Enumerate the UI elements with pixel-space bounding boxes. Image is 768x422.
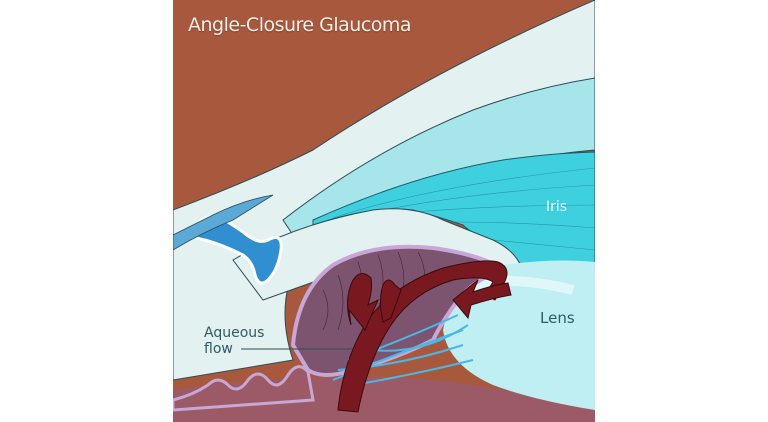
lens-label: Lens [540, 309, 575, 327]
schlemms-canal [191, 215, 283, 285]
iris-texture [332, 167, 595, 251]
aqueous-label-line1: Aqueous [204, 325, 265, 341]
aqueous-flow-arrows [337, 260, 512, 413]
aqueous-flow-label: Aqueous flow [204, 325, 264, 357]
downward-arrow-1 [347, 273, 380, 331]
lens-arrow [452, 279, 512, 320]
figure-title: Angle-Closure Glaucoma [188, 14, 412, 36]
aqueous-label-line2: flow [204, 341, 233, 357]
canal-channel [173, 194, 274, 251]
iris-label: Iris [546, 199, 568, 215]
eye-anatomy-diagram [173, 0, 595, 422]
angle-closure-glaucoma-illustration: Angle-Closure Glaucoma Iris Lens Aqueous… [173, 0, 595, 422]
wavy-tissue-border [173, 365, 315, 412]
downward-arrow-2 [380, 279, 402, 323]
